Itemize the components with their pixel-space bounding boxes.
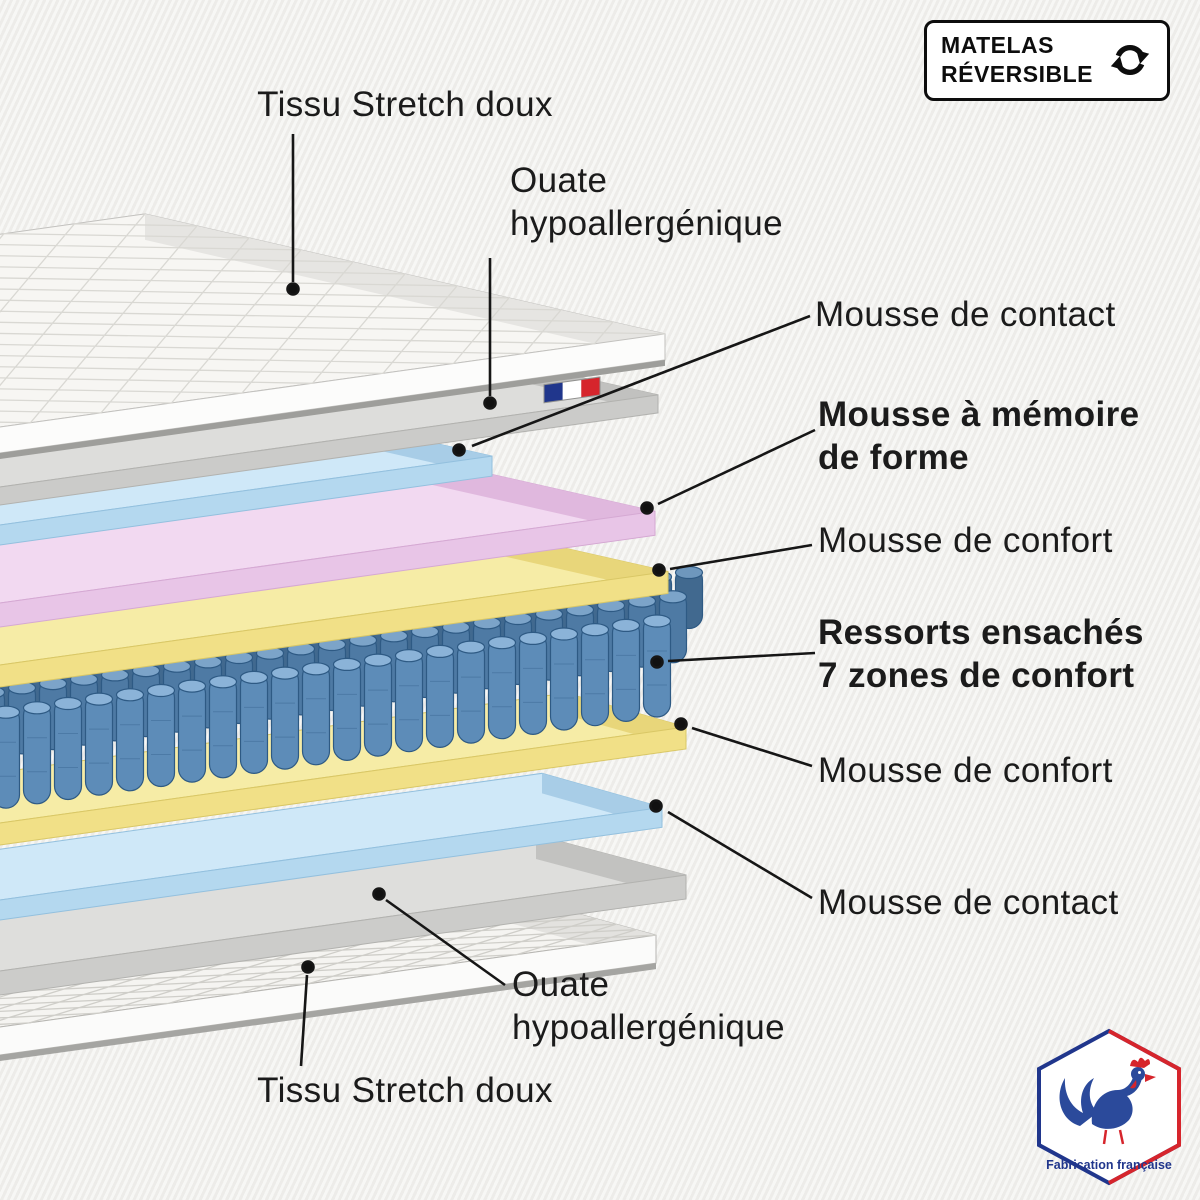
- callout-line: [667, 651, 816, 663]
- callout-line: [691, 726, 813, 768]
- label-text: Mousse de contact: [818, 883, 1119, 922]
- label-text: Ouate: [512, 965, 610, 1004]
- callout-line: [667, 810, 813, 900]
- label-text: Mousse de contact: [815, 295, 1116, 334]
- callout-dot: [649, 799, 663, 813]
- label-mousse-confort-bottom: Mousse de confort: [818, 750, 1113, 793]
- label-text: de forme: [818, 437, 970, 477]
- label-text: Ouate: [510, 161, 608, 200]
- mattress-stack: [0, 213, 704, 1061]
- label-tissu-stretch-bottom: Tissu Stretch doux: [185, 1070, 625, 1113]
- callout-line: [385, 898, 506, 987]
- label-text: Mousse de confort: [818, 751, 1113, 790]
- reversible-badge-line2: RÉVERSIBLE: [941, 61, 1093, 88]
- callout-dot: [652, 563, 666, 577]
- callout-line: [669, 543, 813, 571]
- label-text: Tissu Stretch doux: [257, 85, 553, 124]
- callout-line: [471, 314, 811, 448]
- rooster-icon: [1059, 1057, 1156, 1145]
- callout-line: [657, 428, 816, 506]
- label-mousse-confort-top: Mousse de confort: [818, 520, 1113, 563]
- callout-dot: [286, 282, 300, 296]
- label-text: Mousse à mémoire: [818, 395, 1140, 434]
- label-text: Mousse de confort: [818, 521, 1113, 560]
- label-text: hypoallergénique: [510, 203, 784, 243]
- label-mousse-contact-top: Mousse de contact: [815, 294, 1116, 337]
- hexagon-frame-red-edge: [1108, 1029, 1181, 1185]
- callout-dot: [674, 717, 688, 731]
- callout-dot: [452, 443, 466, 457]
- callout-dot: [372, 887, 386, 901]
- label-mousse-contact-bottom: Mousse de contact: [818, 882, 1119, 925]
- reversible-arrows-icon: [1110, 45, 1150, 76]
- callout-dot: [640, 501, 654, 515]
- made-in-france-label: Fabrication française: [1046, 1158, 1172, 1172]
- callout-lines: [286, 134, 816, 1067]
- label-text: 7 zones de confort: [818, 655, 1135, 695]
- label-text: Ressorts ensachés: [818, 613, 1144, 652]
- label-text: Tissu Stretch doux: [257, 1071, 553, 1110]
- made-in-france-badge: Fabrication française: [1037, 1028, 1181, 1186]
- label-tissu-stretch-top: Tissu Stretch doux: [185, 84, 625, 127]
- callout-dot: [650, 655, 664, 669]
- callout-dot: [301, 960, 315, 974]
- callout-dot: [483, 396, 497, 410]
- reversible-badge: MATELAS RÉVERSIBLE: [924, 20, 1170, 101]
- callout-line: [299, 974, 309, 1067]
- reversible-badge-text: MATELAS RÉVERSIBLE: [941, 31, 1093, 90]
- label-text: hypoallergénique: [512, 1007, 786, 1047]
- reversible-badge-line1: MATELAS: [941, 32, 1054, 58]
